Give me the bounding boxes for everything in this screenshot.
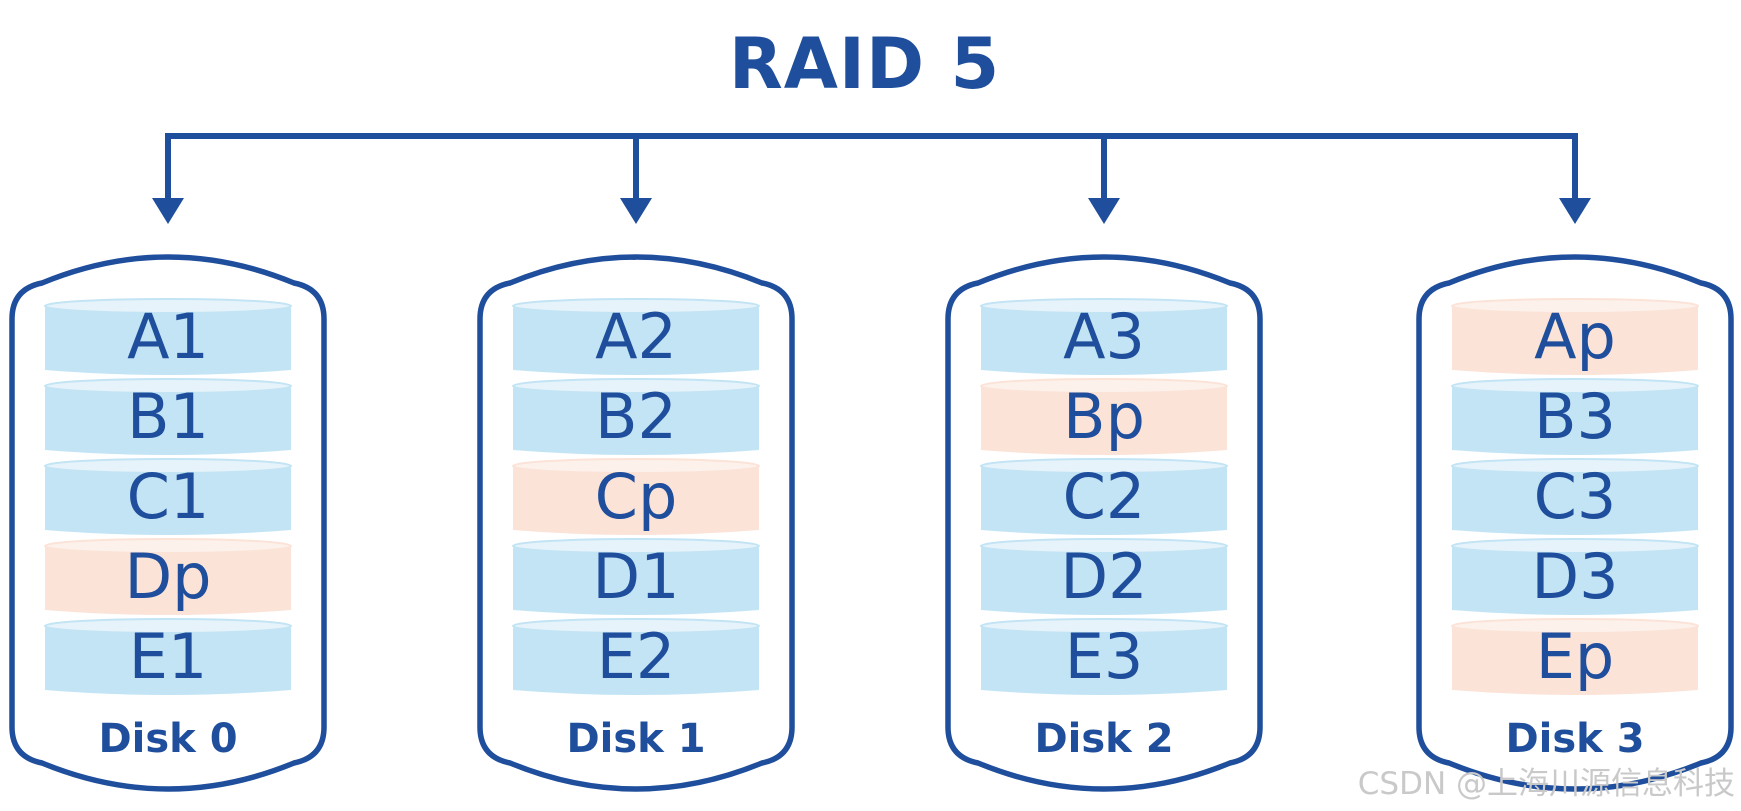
- disk-label: Disk 0: [98, 716, 237, 762]
- block-label: D1: [592, 540, 679, 613]
- block-body: [981, 386, 1227, 455]
- block-top: [980, 538, 1228, 554]
- block-body: [981, 626, 1227, 695]
- disk-label: Disk 1: [566, 716, 705, 762]
- distribution-connector: [152, 133, 1591, 224]
- arrow-down-icon: [152, 198, 184, 224]
- parity-block: Ap: [1451, 298, 1699, 375]
- data-block: E2: [512, 618, 760, 695]
- data-block: A3: [980, 298, 1228, 375]
- block-top: [1451, 378, 1699, 394]
- block-label: E3: [1065, 620, 1144, 693]
- parity-block: Bp: [980, 378, 1228, 455]
- arrow-down-icon: [620, 198, 652, 224]
- block-label: B2: [595, 380, 677, 453]
- watermark-text: CSDN @上海川源信息科技: [1357, 766, 1735, 802]
- block-top: [44, 538, 292, 554]
- disk-label: Disk 3: [1505, 716, 1644, 762]
- block-body: [513, 626, 759, 695]
- block-top: [980, 458, 1228, 474]
- diagram-title: RAID 5: [728, 23, 1001, 105]
- block-top: [512, 458, 760, 474]
- block-top: [512, 298, 760, 314]
- block-top: [44, 458, 292, 474]
- block-body: [513, 546, 759, 615]
- data-block: D2: [980, 538, 1228, 615]
- data-block: D1: [512, 538, 760, 615]
- block-top: [44, 378, 292, 394]
- arrow-down-icon: [1088, 198, 1120, 224]
- data-block: A2: [512, 298, 760, 375]
- block-top: [1451, 458, 1699, 474]
- data-block: B1: [44, 378, 292, 455]
- block-label: E1: [129, 620, 208, 693]
- block-body: [1452, 546, 1698, 615]
- parity-block: Ep: [1451, 618, 1699, 695]
- block-top: [44, 618, 292, 634]
- block-body: [1452, 306, 1698, 375]
- block-top: [512, 618, 760, 634]
- block-label: C3: [1534, 460, 1617, 533]
- block-top: [1451, 538, 1699, 554]
- block-body: [45, 306, 291, 375]
- arrow-down-icon: [1559, 198, 1591, 224]
- block-top: [44, 298, 292, 314]
- block-top: [1451, 618, 1699, 634]
- disk-label: Disk 2: [1034, 716, 1173, 762]
- block-top: [1451, 298, 1699, 314]
- block-label: E2: [597, 620, 676, 693]
- block-label: B3: [1534, 380, 1616, 453]
- block-body: [513, 386, 759, 455]
- block-label: Bp: [1063, 380, 1145, 453]
- block-label: C2: [1063, 460, 1146, 533]
- parity-block: Dp: [44, 538, 292, 615]
- block-body: [513, 466, 759, 535]
- block-top: [980, 298, 1228, 314]
- data-block: A1: [44, 298, 292, 375]
- block-label: Cp: [595, 460, 678, 533]
- block-label: D2: [1060, 540, 1147, 613]
- block-body: [1452, 466, 1698, 535]
- block-label: A2: [595, 300, 677, 373]
- block-body: [1452, 626, 1698, 695]
- block-body: [1452, 386, 1698, 455]
- block-body: [45, 466, 291, 535]
- block-label: Ep: [1536, 620, 1615, 693]
- block-body: [981, 306, 1227, 375]
- block-body: [981, 466, 1227, 535]
- parity-block: Cp: [512, 458, 760, 535]
- block-body: [981, 546, 1227, 615]
- data-block: B3: [1451, 378, 1699, 455]
- block-body: [513, 306, 759, 375]
- block-label: Ap: [1534, 300, 1616, 373]
- block-label: A3: [1063, 300, 1145, 373]
- data-block: C2: [980, 458, 1228, 535]
- block-label: C1: [127, 460, 210, 533]
- block-label: A1: [127, 300, 209, 373]
- block-top: [512, 378, 760, 394]
- block-top: [512, 538, 760, 554]
- block-body: [45, 386, 291, 455]
- block-top: [980, 378, 1228, 394]
- data-block: D3: [1451, 538, 1699, 615]
- data-block: C3: [1451, 458, 1699, 535]
- block-body: [45, 626, 291, 695]
- data-block: E1: [44, 618, 292, 695]
- block-label: Dp: [124, 540, 211, 613]
- data-block: C1: [44, 458, 292, 535]
- data-block: B2: [512, 378, 760, 455]
- block-label: D3: [1531, 540, 1618, 613]
- block-body: [45, 546, 291, 615]
- block-label: B1: [127, 380, 209, 453]
- block-top: [980, 618, 1228, 634]
- data-block: E3: [980, 618, 1228, 695]
